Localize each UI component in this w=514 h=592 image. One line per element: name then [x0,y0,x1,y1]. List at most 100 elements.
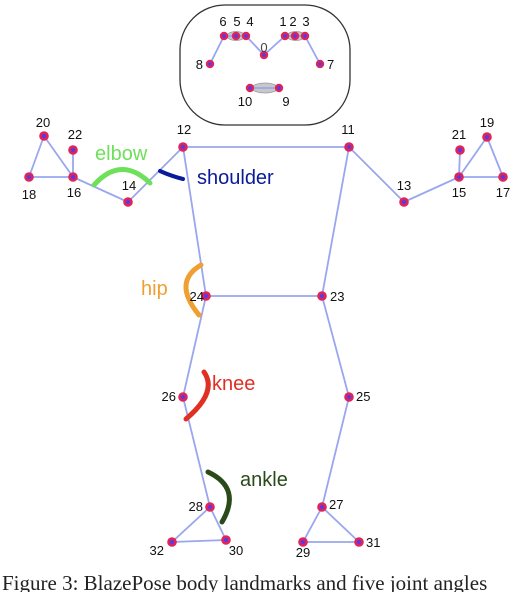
skeleton-edge-11-23 [321,146,350,297]
skeleton-edge-26-28 [182,396,211,508]
landmark-point-core-22 [70,147,76,153]
landmark-label-7: 7 [327,57,334,72]
skeleton-edge-6-8 [209,35,225,65]
skeleton-edge-12-24 [182,146,207,297]
landmark-label-26: 26 [162,389,176,404]
landmark-label-13: 13 [397,178,411,193]
knee-label: knee [212,373,255,395]
landmark-point-core-6 [222,34,226,38]
face-region [179,4,351,126]
hip-angle-arc [183,262,204,318]
skeleton-edge-24-26 [182,295,207,398]
landmark-label-1: 1 [279,14,286,29]
skeleton-edge-28-32 [171,506,211,543]
landmark-point-core-31 [356,539,362,545]
landmark-label-0: 0 [260,40,267,55]
skeleton-edge-3-7 [304,35,321,65]
landmark-point-core-7 [318,62,322,66]
landmark-point-core-4 [244,34,248,38]
hip-label: hip [141,278,168,300]
skeleton-edge-17-19 [486,136,504,178]
landmark-label-31: 31 [366,535,380,550]
landmark-point-core-9 [277,86,281,90]
joint-angle-arcs [91,167,232,525]
ankle-angle-arc [205,469,232,525]
skeleton-edge-11-13 [348,146,405,203]
elbow-label: elbow [95,143,148,165]
ankle-label: ankle [240,469,288,491]
landmark-point-core-14 [125,199,131,205]
landmark-point-core-10 [248,86,252,90]
skeleton-edge-23-25 [321,295,350,398]
landmark-label-17: 17 [496,185,510,200]
elbow-angle-arc [91,167,153,188]
skeleton-edge-18-20 [28,135,45,178]
landmark-point-core-13 [401,199,407,205]
skeleton-edge-14-16 [72,176,129,203]
landmark-point-core-29 [300,539,306,545]
shoulder-angle-arc [158,169,185,181]
landmark-point-core-27 [319,504,325,510]
landmark-label-32: 32 [150,543,164,558]
landmark-point-core-25 [346,394,352,400]
landmark-point-core-15 [456,174,462,180]
landmark-label-19: 19 [480,115,494,130]
landmark-point-core-11 [346,144,352,150]
landmark-label-14: 14 [122,178,136,193]
landmark-label-27: 27 [329,497,343,512]
landmark-point-core-24 [203,293,209,299]
landmark-label-15: 15 [452,185,466,200]
landmark-label-12: 12 [177,122,191,137]
skeleton-edge-0-4 [245,35,265,56]
landmark-label-10: 10 [238,94,252,109]
landmark-label-30: 30 [229,543,243,558]
landmark-points [24,31,508,547]
landmark-label-20: 20 [36,115,50,130]
landmark-point-core-1 [283,34,287,38]
skeleton-edge-12-14 [127,146,184,203]
landmark-point-core-32 [169,539,175,545]
landmark-label-5: 5 [233,14,240,29]
landmark-label-21: 21 [452,127,466,142]
skeleton-edge-13-15 [403,176,460,203]
landmark-label-16: 16 [67,185,81,200]
landmark-point-core-17 [500,174,506,180]
skeleton-edges [28,35,504,543]
landmark-label-3: 3 [302,14,309,29]
landmark-point-core-2 [293,34,297,38]
landmark-label-2: 2 [289,14,296,29]
landmark-point-core-8 [208,62,212,66]
landmark-point-core-18 [26,174,32,180]
landmark-point-core-3 [303,34,307,38]
landmark-point-core-30 [223,537,229,543]
landmark-point-core-5 [234,34,238,38]
landmark-label-6: 6 [219,14,226,29]
landmark-point-core-12 [180,144,186,150]
landmark-label-28: 28 [189,499,203,514]
landmark-point-core-0 [262,53,266,57]
figure-caption: Figure 3: BlazePose body landmarks and f… [2,571,487,592]
landmark-point-core-26 [180,394,186,400]
joint-angle-labels: elbow shoulder hip knee ankle [95,143,288,491]
landmark-label-4: 4 [246,14,253,29]
landmark-point-core-16 [70,174,76,180]
landmark-label-23: 23 [330,289,344,304]
landmark-point-core-19 [484,134,490,140]
landmark-point-core-21 [457,147,463,153]
skeleton-edge-27-29 [302,506,323,543]
skeleton-edge-28-30 [209,506,227,541]
skeleton-edge-30-32 [171,539,227,543]
landmark-label-25: 25 [356,389,370,404]
skeleton-edge-25-27 [321,396,350,508]
landmark-point-core-20 [41,133,47,139]
shoulder-label: shoulder [197,167,274,189]
landmark-label-24: 24 [190,289,204,304]
landmark-label-29: 29 [296,545,310,560]
skeleton-edge-15-19 [458,136,488,178]
landmark-label-18: 18 [22,187,36,202]
skeleton-edge-16-20 [43,135,74,178]
skeleton-edge-0-1 [263,35,286,56]
landmark-point-core-23 [319,293,325,299]
